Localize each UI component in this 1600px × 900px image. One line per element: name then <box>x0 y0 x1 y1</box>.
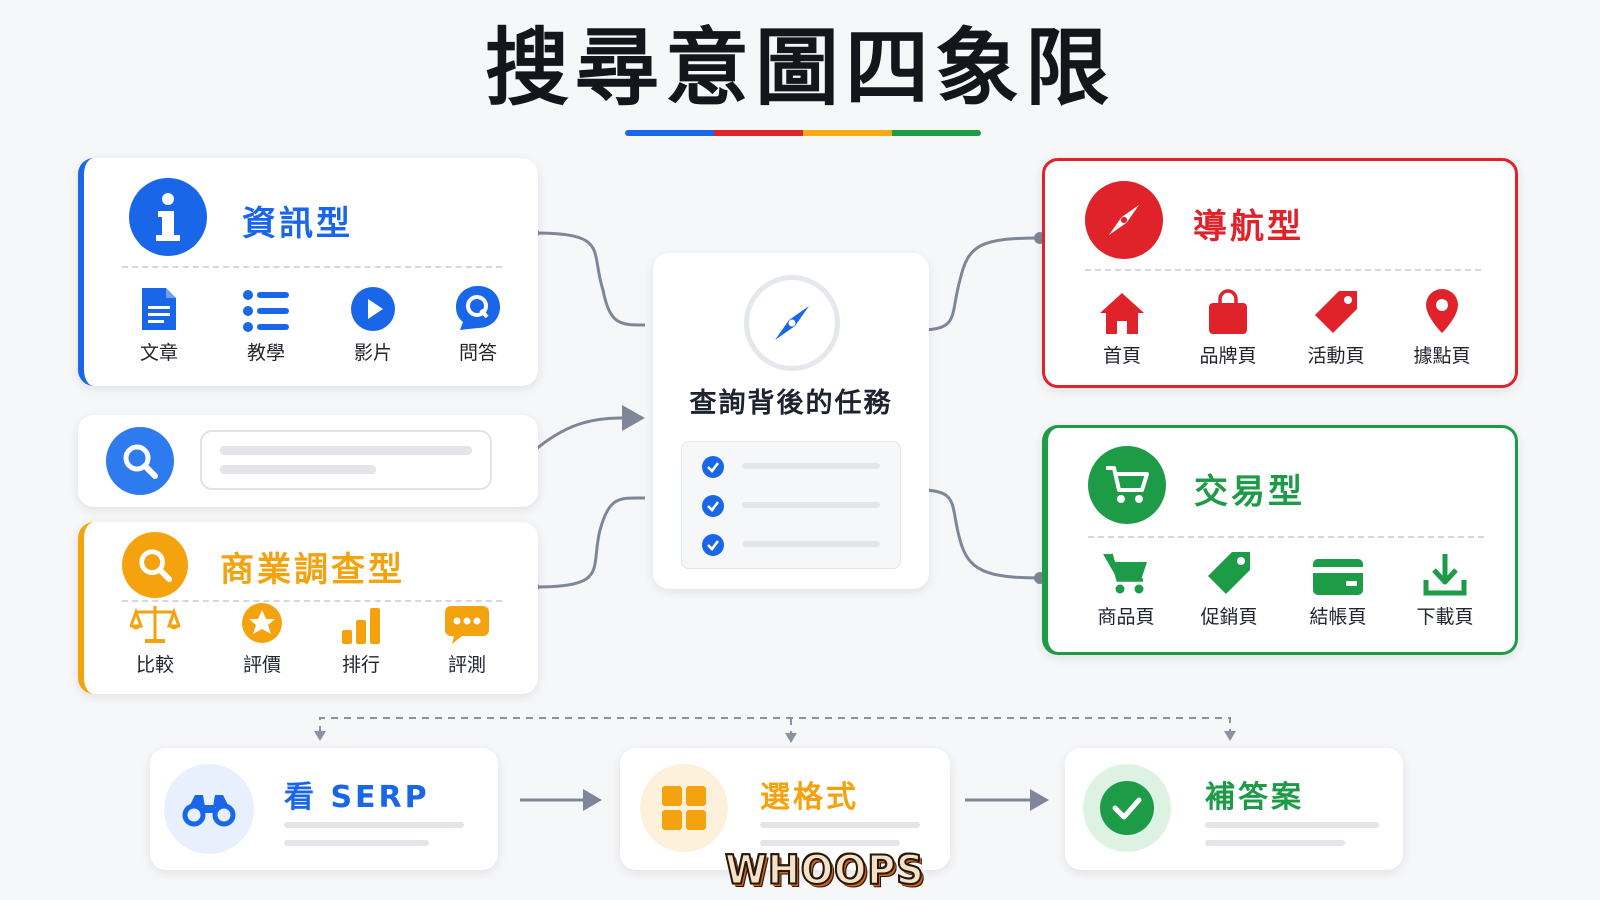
item-brand[interactable]: 品牌頁 <box>1183 283 1273 368</box>
tag-icon <box>1291 283 1381 335</box>
item-download[interactable]: 下載頁 <box>1400 544 1490 629</box>
step-title: 看 SERP <box>284 780 430 815</box>
item-compare[interactable]: 比較 <box>110 592 200 677</box>
map-pin-icon <box>1397 283 1487 335</box>
compass-icon <box>1085 181 1163 259</box>
download-icon <box>1400 544 1490 596</box>
navigational-card: 導航型 首頁 品牌頁 活動頁 據點頁 <box>1042 158 1518 388</box>
qa-bubble-icon <box>433 280 523 332</box>
binoculars-icon <box>164 764 254 854</box>
item-home[interactable]: 首頁 <box>1077 283 1167 368</box>
search-icon <box>106 427 174 495</box>
item-label: 促銷頁 <box>1200 606 1258 628</box>
list-icon <box>221 280 311 332</box>
item-article[interactable]: 文章 <box>114 280 204 365</box>
item-video[interactable]: 影片 <box>328 280 418 365</box>
step-answer-card: 補答案 <box>1065 748 1403 870</box>
item-location[interactable]: 據點頁 <box>1397 283 1487 368</box>
divider <box>122 600 502 602</box>
bar-chart-icon <box>316 592 406 644</box>
title-underline <box>625 130 981 136</box>
item-label: 評測 <box>447 654 486 676</box>
item-campaign[interactable]: 活動頁 <box>1291 283 1381 368</box>
search-box-card <box>78 415 538 507</box>
divider <box>1088 536 1484 538</box>
item-label: 下載頁 <box>1416 606 1474 628</box>
informational-title: 資訊型 <box>242 204 353 244</box>
cart-icon <box>1081 544 1171 596</box>
check-circle-icon <box>1083 764 1171 852</box>
grid-icon <box>640 764 728 852</box>
item-label: 比較 <box>135 654 174 676</box>
check-icon <box>702 456 724 482</box>
item-label: 商品頁 <box>1097 606 1155 628</box>
whoops-watermark: WHOOPS <box>724 846 925 894</box>
page-title: 搜尋意圖四象限 <box>484 19 1115 117</box>
step-format-card: 選格式 <box>620 748 950 870</box>
divider <box>1085 269 1481 271</box>
item-qa[interactable]: 問答 <box>433 280 523 365</box>
transactional-card: 交易型 商品頁 促銷頁 結帳頁 下載頁 <box>1042 425 1518 655</box>
cart-icon <box>1088 446 1166 524</box>
item-label: 據點頁 <box>1413 345 1471 367</box>
search-icon <box>122 532 188 598</box>
item-label: 評價 <box>242 654 281 676</box>
check-icon <box>702 534 724 560</box>
item-label: 結帳頁 <box>1309 606 1367 628</box>
item-label: 品牌頁 <box>1199 345 1257 367</box>
item-label: 問答 <box>458 342 497 364</box>
commercial-card: 商業調查型 比較 評價 排行 評測 <box>78 522 538 694</box>
divider <box>122 266 502 268</box>
center-title: 查詢背後的任務 <box>689 388 893 419</box>
item-review[interactable]: 評測 <box>422 592 512 677</box>
informational-card: 資訊型 文章 教學 影片 問答 <box>78 158 538 386</box>
home-icon <box>1077 283 1167 335</box>
navigational-title: 導航型 <box>1193 207 1304 247</box>
item-rating[interactable]: 評價 <box>217 592 307 677</box>
search-input[interactable] <box>200 430 492 490</box>
item-label: 首頁 <box>1102 345 1141 367</box>
compass-icon <box>744 275 840 371</box>
check-icon <box>702 495 724 521</box>
item-tutorial[interactable]: 教學 <box>221 280 311 365</box>
task-checklist <box>681 441 901 569</box>
item-product[interactable]: 商品頁 <box>1081 544 1171 629</box>
play-icon <box>328 280 418 332</box>
tag-icon <box>1184 544 1274 596</box>
scale-icon <box>110 592 200 644</box>
shopping-bag-icon <box>1183 283 1273 335</box>
center-task-card: 查詢背後的任務 <box>653 253 929 589</box>
item-label: 排行 <box>341 654 380 676</box>
step-serp-card: 看 SERP <box>150 748 498 870</box>
item-checkout[interactable]: 結帳頁 <box>1293 544 1383 629</box>
item-label: 教學 <box>246 342 285 364</box>
credit-card-icon <box>1293 544 1383 596</box>
item-promotion[interactable]: 促銷頁 <box>1184 544 1274 629</box>
transactional-title: 交易型 <box>1194 472 1305 512</box>
step-title: 選格式 <box>760 780 859 815</box>
document-icon <box>114 280 204 332</box>
item-ranking[interactable]: 排行 <box>316 592 406 677</box>
step-title: 補答案 <box>1205 780 1304 815</box>
info-icon <box>129 178 207 256</box>
commercial-title: 商業調查型 <box>220 550 405 590</box>
item-label: 文章 <box>139 342 178 364</box>
star-icon <box>217 592 307 644</box>
chat-icon <box>422 592 512 644</box>
item-label: 影片 <box>353 342 392 364</box>
item-label: 活動頁 <box>1307 345 1365 367</box>
